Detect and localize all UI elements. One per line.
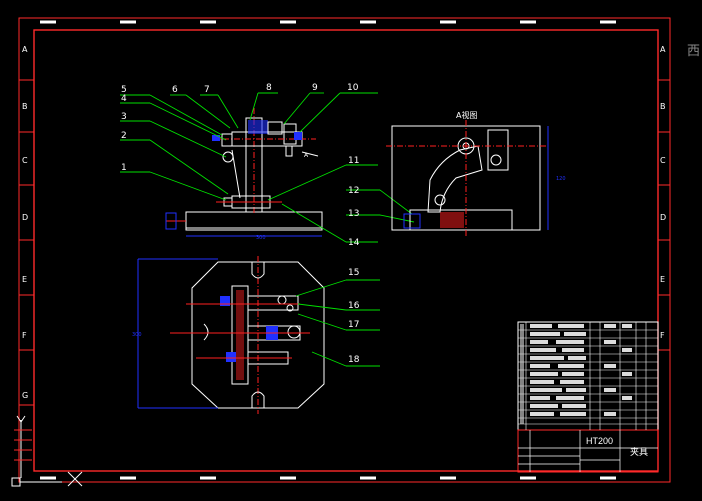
zone-label-c-right: C xyxy=(660,156,666,165)
zone-label-f-right: F xyxy=(660,331,665,340)
zone-label-d-right: D xyxy=(660,213,666,222)
balloons-plan: 15 16 17 18 xyxy=(348,268,360,365)
zone-label-f: F xyxy=(22,331,27,340)
balloon-9: 9 xyxy=(312,83,318,93)
balloons-front: 5 6 7 8 9 10 4 3 2 1 11 12 13 14 xyxy=(121,83,360,248)
leader-lines-plan xyxy=(295,279,380,367)
balloon-8: 8 xyxy=(266,83,272,93)
title-block-drawing-name: 夹具 xyxy=(630,446,648,458)
balloon-10: 10 xyxy=(347,83,359,93)
svg-text:120: 120 xyxy=(556,176,566,182)
svg-text:300: 300 xyxy=(132,332,142,338)
balloon-18: 18 xyxy=(348,355,360,365)
sheet-border xyxy=(18,17,671,483)
zone-label-a-right: A xyxy=(660,45,666,54)
a-view-title: A视图 xyxy=(456,110,477,120)
ucs-icon xyxy=(11,415,83,487)
zone-label-d: D xyxy=(22,213,28,222)
zone-label-b-right: B xyxy=(660,102,666,111)
zone-label-e-right: E xyxy=(660,275,665,284)
balloon-6: 6 xyxy=(172,85,178,95)
zone-label-a: A xyxy=(22,45,28,54)
zone-label-b: B xyxy=(22,102,28,111)
leader-lines-front xyxy=(120,92,415,243)
zone-label-g: G xyxy=(22,391,28,400)
balloon-13: 13 xyxy=(348,209,359,219)
corner-glyph: 西 xyxy=(686,44,700,59)
balloon-5: 5 xyxy=(121,85,127,95)
balloon-2: 2 xyxy=(121,131,127,141)
balloon-7: 7 xyxy=(204,85,210,95)
view-arrow-label: A xyxy=(304,152,309,159)
title-block[interactable]: HT200 夹具 xyxy=(517,321,659,473)
balloon-14: 14 xyxy=(348,238,360,248)
balloon-16: 16 xyxy=(348,301,360,311)
zone-label-c: C xyxy=(22,156,28,165)
svg-text:300: 300 xyxy=(256,235,266,241)
balloon-4: 4 xyxy=(121,94,127,104)
balloon-1: 1 xyxy=(121,163,127,173)
zone-label-e: E xyxy=(22,275,27,284)
balloon-3: 3 xyxy=(121,112,127,122)
plan-view[interactable]: 300 xyxy=(132,256,325,414)
front-view[interactable]: 300 A xyxy=(165,108,323,241)
balloon-12: 12 xyxy=(348,186,359,196)
balloon-17: 17 xyxy=(348,320,359,330)
balloon-15: 15 xyxy=(348,268,359,278)
a-view[interactable]: A视图 120 xyxy=(386,110,566,236)
title-block-material: HT200 xyxy=(586,436,613,446)
zone-labels: A B C D E F G A B C D E F xyxy=(22,45,666,400)
balloon-11: 11 xyxy=(348,156,359,166)
